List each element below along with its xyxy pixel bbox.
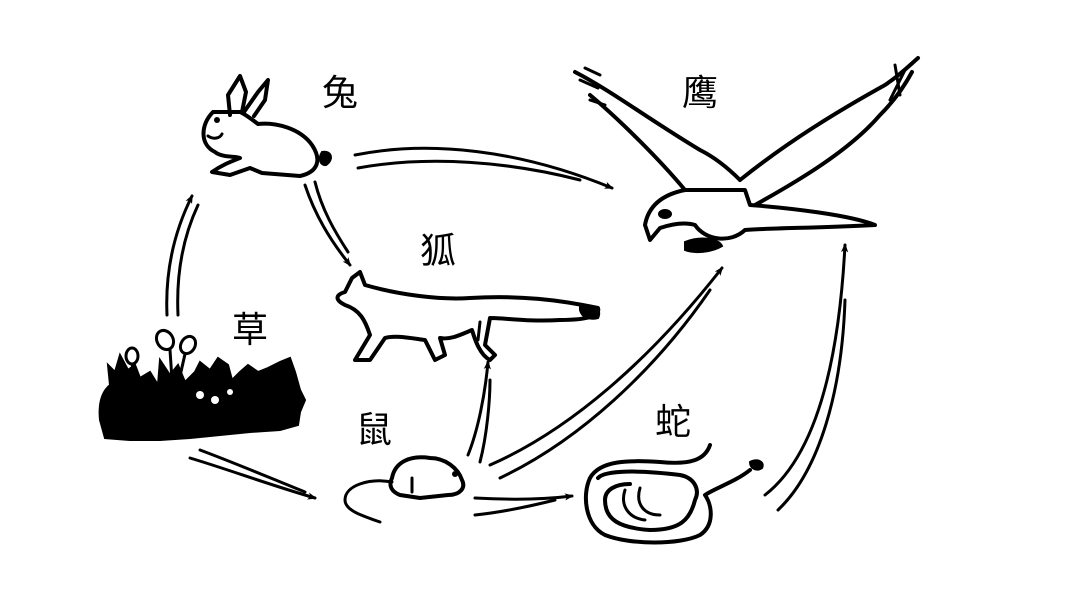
arrow-rabbit-to-eagle xyxy=(353,146,614,190)
label-grass: 草 xyxy=(232,310,269,351)
arrow-mouse-to-eagle xyxy=(488,266,724,480)
label-fox: 狐 xyxy=(420,231,457,272)
label-rabbit: 兔 xyxy=(322,73,359,114)
arrow-grass-to-rabbit xyxy=(165,194,200,317)
grass-icon xyxy=(98,328,307,441)
eagle-icon xyxy=(573,56,920,254)
label-eagle: 鹰 xyxy=(682,73,719,114)
arrow-grass-to-mouse xyxy=(188,448,317,500)
arrow-mouse-to-snake xyxy=(473,493,574,517)
label-mouse: 鼠 xyxy=(356,410,393,451)
fox-icon xyxy=(335,270,601,362)
arrow-rabbit-to-fox xyxy=(303,180,352,267)
arrow-mouse-to-fox xyxy=(466,360,492,464)
rabbit-icon xyxy=(201,74,332,178)
snake-icon xyxy=(583,443,764,545)
label-snake: 蛇 xyxy=(655,402,692,443)
mouse-icon xyxy=(343,455,466,524)
arrow-snake-to-eagle xyxy=(763,243,849,512)
